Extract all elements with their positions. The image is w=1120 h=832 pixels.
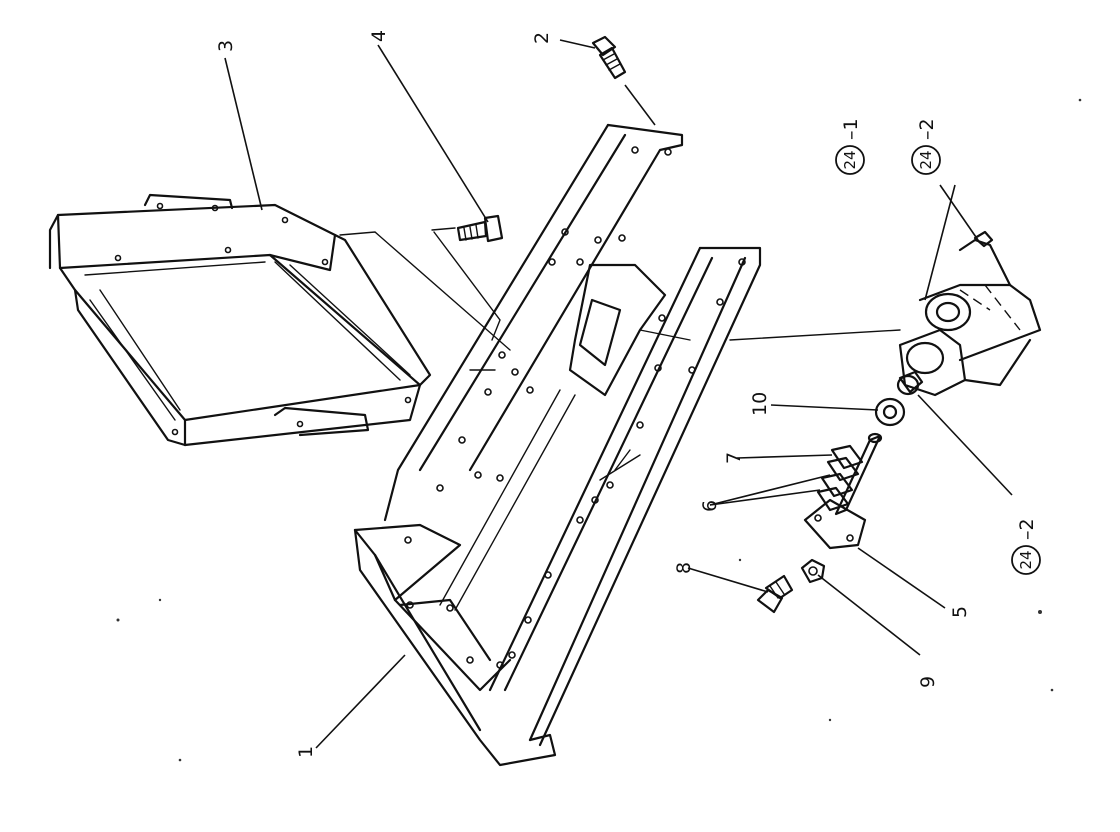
ref-24-1-number: 24 [841,150,859,169]
callout-10: 10 [749,392,771,416]
radiator-guard-frame [48,193,432,447]
main-frame [353,123,762,767]
callout-4: 4 [368,30,390,42]
nut-9 [800,558,826,584]
ref-24-1-suffix: –1 [840,118,862,140]
callout-1: 1 [295,746,317,758]
callout-5: 5 [949,606,971,618]
ref-callout-24-2-bottom: 24 –2 [1011,518,1041,575]
ref-24-2-bottom-suffix: –2 [1016,518,1038,540]
bolt-8 [756,574,794,614]
ref-callout-24-1: 24 –1 [835,118,865,175]
leader-lines [224,39,1013,749]
callout-7: 7 [723,452,745,464]
ref-24-2-bottom-number: 24 [1017,550,1035,569]
callout-6: 6 [699,500,721,512]
callout-9: 9 [917,676,939,688]
ref-24-2-top-number: 24 [917,150,935,169]
ref-24-2-top-suffix: –2 [916,118,938,140]
bolt-4 [456,214,504,243]
bolt-2-top [591,35,627,80]
callout-labels: 1 2 3 4 5 6 7 8 9 10 [215,30,971,758]
callout-2-top: 2 [531,32,553,44]
scan-specks [116,98,1082,762]
callout-3: 3 [215,40,237,52]
callout-8: 8 [673,562,695,574]
shims-6-7 [816,444,864,512]
ref-callout-24-2-top: 24 –2 [911,118,941,175]
pivot-assembly [874,230,1042,427]
